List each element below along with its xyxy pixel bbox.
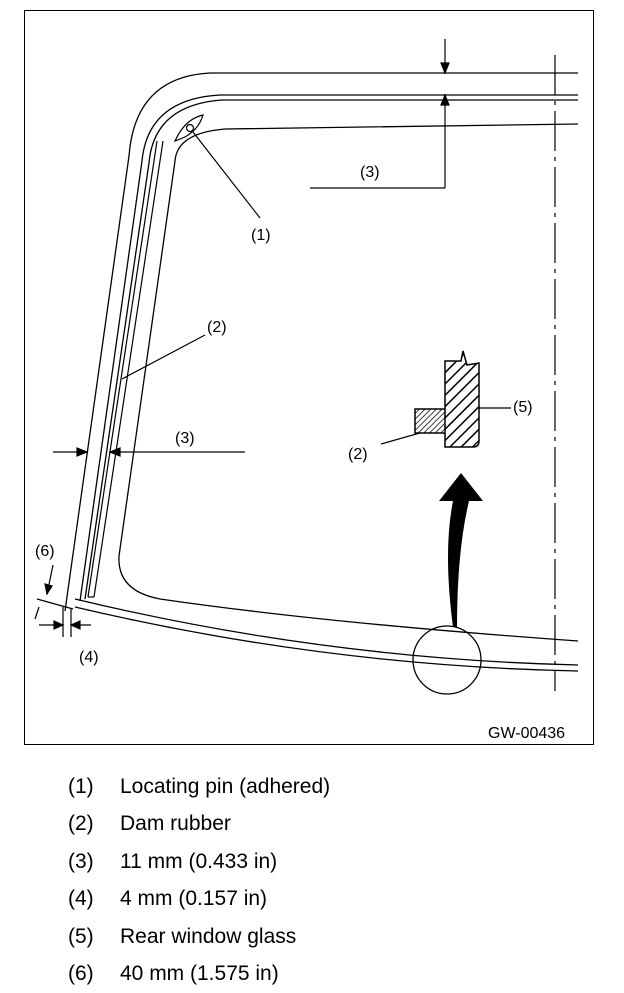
- legend-item: (3) 11 mm (0.433 in): [68, 843, 608, 881]
- legend-text: Dam rubber: [120, 812, 231, 836]
- legend-number: (4): [68, 887, 120, 911]
- legend-item: (2) Dam rubber: [68, 806, 608, 844]
- legend-item: (5) Rear window glass: [68, 918, 608, 956]
- callout-1: (1): [251, 227, 271, 244]
- legend-text: 4 mm (0.157 in): [120, 887, 267, 911]
- legend-text: Rear window glass: [120, 925, 296, 949]
- outer-outline: [65, 73, 578, 611]
- callout-6: (6): [35, 543, 55, 560]
- inner-opening: [119, 124, 578, 641]
- locating-pin: [175, 115, 203, 141]
- callout-4: (4): [79, 649, 99, 666]
- window-installation-diagram: (1) (2) (3) (3) (2) (5) (6) (4) GW-00436: [25, 11, 595, 746]
- legend-item: (1) Locating pin (adhered): [68, 768, 608, 806]
- bottom-edge-outer: [75, 599, 578, 665]
- cross-section-detail: [415, 351, 479, 447]
- diagram-frame: (1) (2) (3) (3) (2) (5) (6) (4) GW-00436: [24, 10, 594, 745]
- legend-number: (3): [68, 850, 120, 874]
- legend-text: 11 mm (0.433 in): [120, 850, 277, 874]
- dam-rubber-section: [415, 409, 447, 433]
- glass-section: [445, 351, 479, 447]
- callout-2-top: (2): [207, 319, 227, 336]
- figure-id: GW-00436: [488, 725, 565, 742]
- detail-arrow: [439, 473, 483, 627]
- callout-2-detail: (2): [348, 446, 368, 463]
- glass-edge-inner: [85, 100, 578, 599]
- dimension-4: [39, 607, 91, 637]
- dimension-3-side: [53, 448, 245, 456]
- callout-3-side: (3): [175, 430, 195, 447]
- legend-number: (5): [68, 925, 120, 949]
- legend-item: (4) 4 mm (0.157 in): [68, 881, 608, 919]
- legend-text: 40 mm (1.575 in): [120, 962, 279, 986]
- callout-3-top: (3): [360, 164, 380, 181]
- legend-number: (6): [68, 962, 120, 986]
- legend-text: Locating pin (adhered): [120, 775, 330, 799]
- legend-item: (6) 40 mm (1.575 in): [68, 956, 608, 993]
- glass-edge-outer: [80, 95, 578, 601]
- callout-5: (5): [513, 399, 533, 416]
- legend: (1) Locating pin (adhered) (2) Dam rubbe…: [68, 768, 608, 993]
- legend-number: (2): [68, 812, 120, 836]
- legend-number: (1): [68, 775, 120, 799]
- window-outline: [65, 73, 578, 671]
